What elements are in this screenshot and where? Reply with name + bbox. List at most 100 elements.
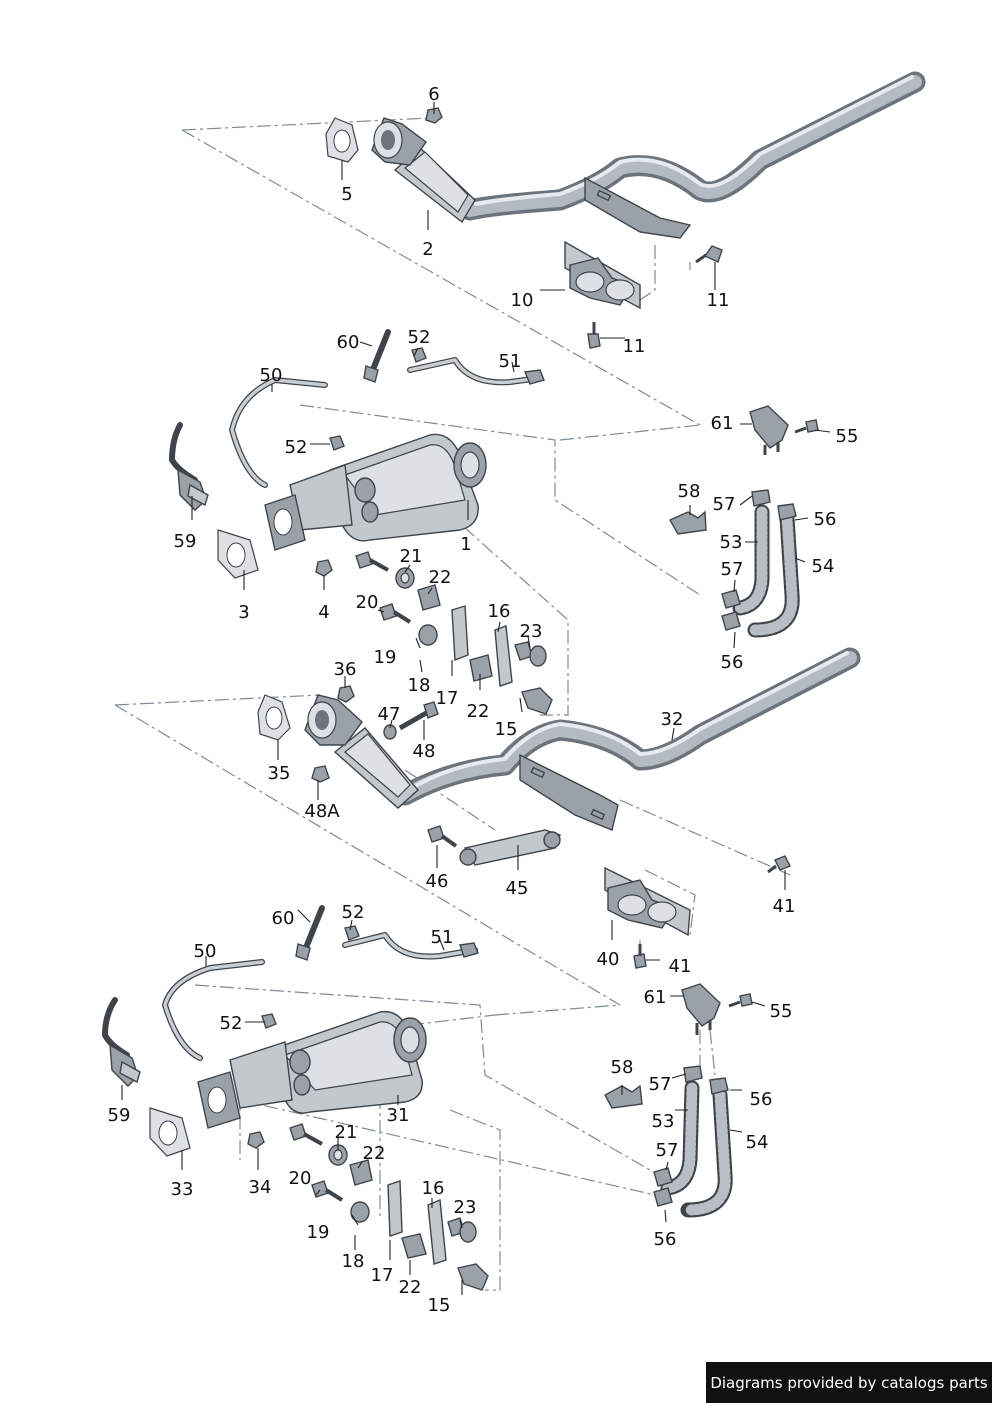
callout-15: 15 — [494, 719, 518, 740]
bolt-11-a — [695, 245, 723, 264]
callout-11-a: 11 — [706, 290, 730, 311]
pressure-pipe-51-b — [342, 932, 479, 960]
clamp-52-d — [261, 1013, 277, 1029]
callout-1: 1 — [460, 534, 472, 555]
washer-47 — [383, 724, 397, 740]
callout-48: 48 — [412, 741, 436, 762]
callout-35: 35 — [267, 763, 291, 784]
temp-sensor-60 — [363, 329, 391, 383]
gasket-3 — [217, 529, 259, 579]
callout-22-d: 22 — [398, 1277, 422, 1298]
callout-3: 3 — [238, 602, 250, 623]
callout-17-b: 17 — [370, 1265, 394, 1286]
bolt-55 — [794, 419, 819, 434]
callout-20-b: 20 — [288, 1168, 312, 1189]
callout-57-c: 57 — [648, 1074, 672, 1095]
leader-lines — [121, 102, 831, 1295]
front-pipe — [371, 71, 926, 239]
callout-10: 10 — [510, 290, 534, 311]
callout-61: 61 — [710, 413, 734, 434]
callout-20: 20 — [355, 592, 379, 613]
bracket-10 — [564, 240, 641, 310]
bracket-58-b — [604, 1084, 643, 1109]
clamp-57-b — [721, 589, 741, 609]
clamp-56-a — [777, 503, 797, 521]
callout-53-b: 53 — [651, 1111, 675, 1132]
callout-52-d: 52 — [219, 1013, 243, 1034]
clamp-56-c — [709, 1077, 729, 1095]
callout-59: 59 — [173, 531, 197, 552]
callout-16: 16 — [487, 601, 511, 622]
callout-56-d: 56 — [653, 1229, 677, 1250]
bracket-58 — [669, 510, 707, 535]
clamp-57-d — [653, 1167, 673, 1187]
bolt-41-b — [633, 944, 647, 969]
clamp-57-c — [683, 1065, 703, 1083]
callout-21-b: 21 — [334, 1122, 358, 1143]
callout-5: 5 — [341, 184, 353, 205]
callout-47: 47 — [377, 704, 401, 725]
callout-41-a: 41 — [772, 896, 796, 917]
lambda-sensor-59-b — [102, 997, 141, 1087]
callout-17: 17 — [435, 688, 459, 709]
callout-57-d: 57 — [655, 1140, 679, 1161]
callout-57-a: 57 — [712, 494, 736, 515]
hoses-53-54 — [732, 504, 800, 638]
callout-19: 19 — [373, 647, 397, 668]
callout-11-b: 11 — [622, 336, 646, 357]
clamp-52-a — [411, 347, 427, 363]
callout-51-b: 51 — [430, 927, 454, 948]
bolt-46 — [427, 825, 458, 848]
callout-6: 6 — [428, 84, 440, 105]
upper-assembly — [169, 71, 926, 716]
callout-16-b: 16 — [421, 1178, 445, 1199]
clamp-52-c — [344, 925, 360, 941]
particulate-filter-1 — [264, 433, 487, 551]
bolt-11-b — [587, 322, 601, 349]
callout-22-c: 22 — [362, 1143, 386, 1164]
callout-45: 45 — [505, 878, 529, 899]
callout-53: 53 — [719, 532, 743, 553]
callout-31: 31 — [386, 1105, 410, 1126]
callout-55-b: 55 — [769, 1001, 793, 1022]
callout-23: 23 — [519, 621, 543, 642]
callout-61-b: 61 — [643, 987, 667, 1008]
callout-36: 36 — [333, 659, 357, 680]
gasket-5 — [325, 117, 359, 163]
callout-19-b: 19 — [306, 1222, 330, 1243]
bolt-41-a — [767, 855, 791, 874]
callout-34: 34 — [248, 1177, 272, 1198]
callout-33: 33 — [170, 1179, 194, 1200]
callout-59-b: 59 — [107, 1105, 131, 1126]
pressure-sensor-61 — [749, 405, 789, 455]
callout-60: 60 — [336, 332, 360, 353]
clamp-57-a — [751, 489, 771, 507]
callout-22-a: 22 — [428, 567, 452, 588]
gasket-33 — [149, 1107, 191, 1157]
clamp-52-b — [329, 435, 345, 451]
callout-2: 2 — [422, 239, 434, 260]
callout-60-b: 60 — [271, 908, 295, 929]
clamp-56-d — [653, 1187, 673, 1207]
support-45 — [459, 829, 561, 866]
bolt-48 — [398, 701, 439, 731]
callout-4: 4 — [318, 602, 330, 623]
front-pipe-32 — [304, 647, 861, 831]
credit-banner: Diagrams provided by catalogs parts — [706, 1362, 992, 1403]
pressure-sensor-61-b — [681, 983, 721, 1035]
nut-36 — [337, 685, 355, 703]
callout-50-b: 50 — [193, 941, 217, 962]
nut-34 — [247, 1131, 265, 1149]
callout-32: 32 — [660, 709, 684, 730]
callout-54: 54 — [811, 556, 835, 577]
callout-52-a: 52 — [407, 327, 431, 348]
clamp-56-b — [721, 611, 741, 631]
callout-15-b: 15 — [427, 1295, 451, 1316]
callout-23-b: 23 — [453, 1197, 477, 1218]
callout-41-b: 41 — [668, 956, 692, 977]
pressure-pipe-50 — [229, 377, 328, 488]
pressure-pipe-50-b — [162, 959, 265, 1061]
callout-50: 50 — [259, 365, 283, 386]
nut-48A — [311, 765, 330, 783]
